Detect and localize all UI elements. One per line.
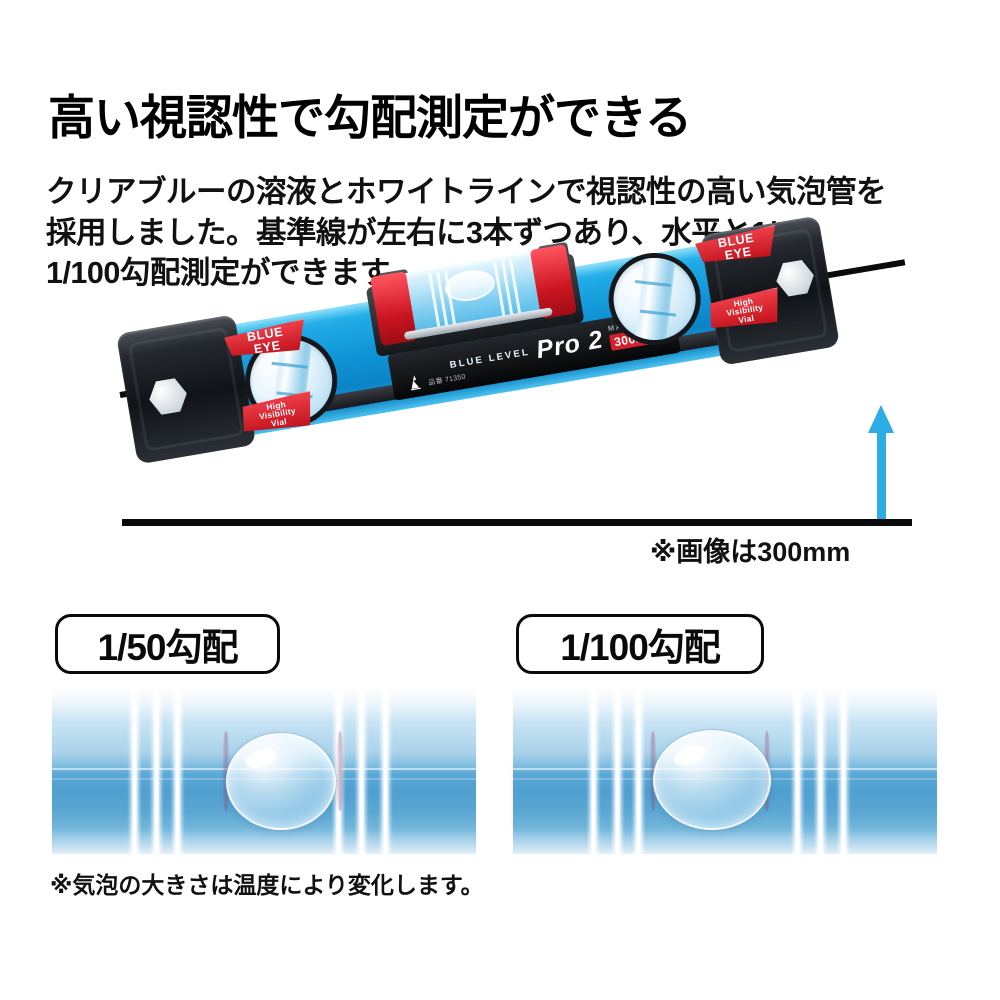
description-line-2: 採用しました。基準線が左右に3本ずつあり、水平と1/50・ — [46, 215, 819, 250]
rise-arrow-icon — [866, 405, 896, 519]
reference-line-right-2 — [816, 688, 826, 854]
round-vial-right-tube — [634, 251, 677, 347]
reference-line-right-2 — [357, 688, 367, 854]
vial-bottom-highlight — [52, 828, 476, 854]
reference-line-right-3 — [839, 688, 849, 854]
endcap-left-inner — [127, 326, 245, 452]
label-slope-1-50: 1/50勾配 — [55, 614, 280, 674]
slope-diagram — [0, 259, 1000, 562]
reference-line-left-1 — [589, 688, 599, 854]
air-bubble — [652, 729, 772, 830]
vial-color-fringe-right — [336, 731, 345, 811]
arrow-head — [868, 405, 894, 433]
arrow-shaft — [877, 429, 886, 519]
reference-line-left-3 — [633, 688, 643, 854]
vial-top-highlight — [513, 688, 937, 722]
footnote-temperature: ※気泡の大きさは温度により変化します。 — [50, 872, 484, 898]
baseline-rule — [122, 519, 912, 526]
reference-line-right-1 — [333, 688, 343, 854]
bubble-specular-highlight — [671, 742, 710, 770]
vial-color-fringe-left — [648, 731, 657, 811]
description-line-3: 1/100勾配測定ができます。 — [46, 256, 417, 291]
air-bubble — [225, 732, 336, 830]
reference-line-left-2 — [151, 688, 161, 854]
reference-line-right-3 — [380, 688, 390, 854]
description-paragraph: クリアブルーの溶液とホワイトラインで視認性の高い気泡管を 採用しました。基準線が… — [46, 172, 966, 294]
reference-line-left-1 — [130, 688, 140, 854]
description-line-1: クリアブルーの溶液とホワイトラインで視認性の高い気泡管を — [46, 175, 887, 209]
reference-line-right-1 — [792, 688, 802, 854]
label-slope-1-100: 1/100勾配 — [516, 614, 764, 674]
brand-label: BLUE LEVEL — [448, 346, 531, 371]
vial-photo-1-50 — [52, 688, 476, 854]
reference-line-left-3 — [172, 688, 182, 854]
shinwa-logo-icon — [411, 375, 421, 391]
spirit-level-product: BLUE LEVEL Pro 2 MAGNET 300mm 品番 71350 B… — [115, 215, 841, 465]
vial-top-highlight — [52, 688, 476, 722]
product-nameplate: BLUE LEVEL Pro 2 MAGNET 300mm 品番 71350 — [387, 306, 681, 401]
vial-color-fringe-left — [221, 731, 230, 811]
product-code: 品番 71350 — [427, 373, 467, 387]
hero-caption: ※画像は300mm — [650, 537, 851, 567]
vial-bottom-highlight — [513, 828, 937, 854]
reference-line-left-2 — [612, 688, 622, 854]
bubble-specular-highlight — [242, 745, 279, 771]
hero-product-illustration: BLUE LEVEL Pro 2 MAGNET 300mm 品番 71350 B… — [0, 215, 1000, 562]
model-label: Pro 2 — [534, 325, 606, 365]
page-title: 高い視認性で勾配測定ができる — [48, 91, 692, 144]
vial-photo-1-100 — [513, 688, 937, 854]
